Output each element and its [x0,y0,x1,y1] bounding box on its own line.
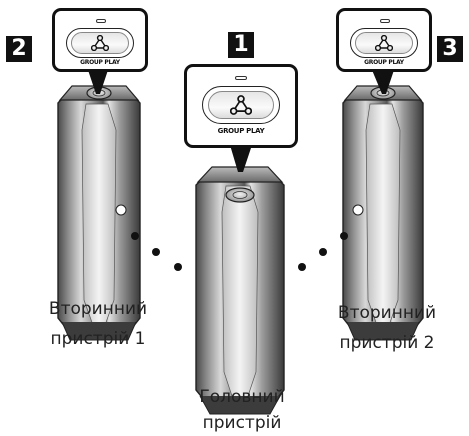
badge-3: 3 [437,36,463,62]
callout-main: GROUP PLAY [184,64,298,148]
speaker-secondary-1 [57,85,141,341]
speaker-label-secondary-1: Вторинний пристрій 1 [24,296,172,352]
group-play-button[interactable] [66,28,134,58]
connection-dots-left [131,232,182,271]
indicator-led [96,19,106,23]
group-play-icon [375,35,393,51]
callout-pointer-center [230,145,252,172]
group-play-icon [230,95,252,115]
group-play-label: GROUP PLAY [80,59,120,66]
callout-pointer-left [88,70,108,94]
label-line: Вторинний [48,299,148,319]
speaker-label-secondary-2: Вторинний пристрій 2 [312,300,462,356]
label-line: пристрій [202,413,282,433]
group-play-label: GROUP PLAY [217,127,265,135]
indicator-led [235,76,247,80]
group-play-button[interactable] [350,28,418,58]
callout-pointer-right [372,70,394,94]
label-line: пристрій 2 [339,333,435,353]
group-play-label: GROUP PLAY [364,59,404,66]
group-play-icon [91,35,109,51]
badge-1: 1 [228,32,254,58]
connection-dots-right [298,232,348,271]
label-line: Вторинний [337,303,437,323]
badge-2: 2 [6,36,32,62]
speaker-label-main: Головний пристрій [168,384,316,436]
label-line: Головний [199,387,285,407]
speaker-secondary-2 [342,85,424,341]
label-line: пристрій 1 [50,329,146,349]
callout-secondary-1: GROUP PLAY [52,8,148,72]
callout-secondary-2: GROUP PLAY [336,8,432,72]
group-play-button[interactable] [202,86,280,124]
speaker-main [195,166,285,415]
indicator-led [380,19,390,23]
